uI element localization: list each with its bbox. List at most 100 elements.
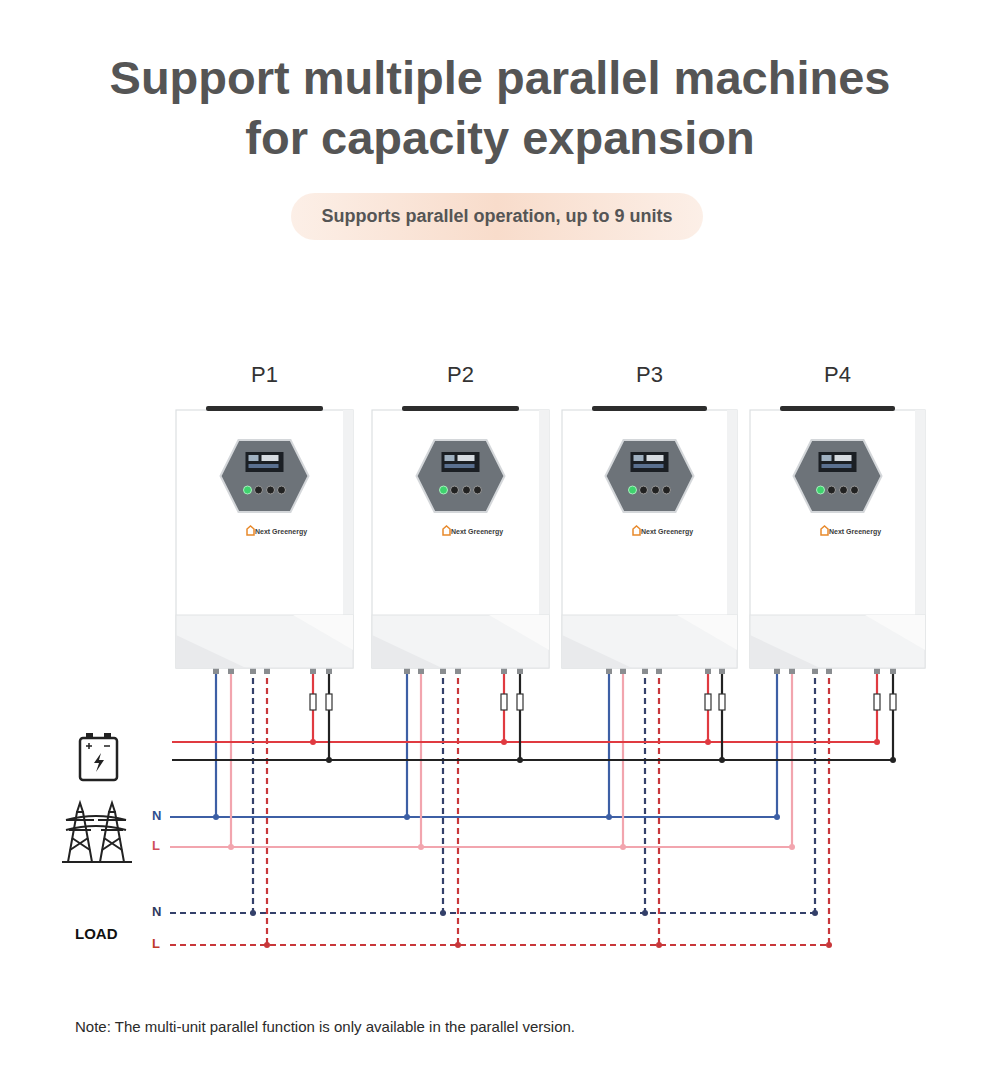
- inverter-unit: P4Next Greenergy: [750, 360, 925, 390]
- drop-wire: [328, 668, 330, 760]
- junction-dot: [213, 814, 219, 820]
- fuse-symbol: [890, 694, 896, 710]
- terminal: [874, 668, 880, 674]
- junction-dot: [264, 942, 270, 948]
- inverter-body: [750, 410, 925, 668]
- terminal: [264, 668, 270, 674]
- wire-label: N: [152, 808, 161, 823]
- terminal: [774, 668, 780, 674]
- page-title: Support multiple parallel machines for c…: [90, 48, 910, 168]
- wire-label: L: [152, 838, 160, 853]
- junction-dot: [705, 739, 711, 745]
- bus-line: [172, 759, 893, 761]
- fuse-symbol: [874, 694, 880, 710]
- terminal: [455, 668, 461, 674]
- junction-dot: [517, 757, 523, 763]
- junction-dot: [440, 910, 446, 916]
- battery-icon: [80, 733, 117, 780]
- junction-dot: [620, 844, 626, 850]
- unit-label: P3: [562, 360, 737, 390]
- bus-line: [172, 741, 877, 743]
- inverter-unit: P3Next Greenergy: [562, 360, 737, 390]
- drop-wire: [814, 668, 816, 913]
- junction-dot: [228, 844, 234, 850]
- inverter-unit: P2Next Greenergy: [372, 360, 549, 390]
- junction-dot: [719, 757, 725, 763]
- footnote: Note: The multi-unit parallel function i…: [75, 1018, 575, 1035]
- terminal: [656, 668, 662, 674]
- terminal: [501, 668, 507, 674]
- terminal: [642, 668, 648, 674]
- terminal: [310, 668, 316, 674]
- junction-dot: [606, 814, 612, 820]
- junction-dot: [774, 814, 780, 820]
- fuse-symbol: [517, 694, 523, 710]
- brand-logo-text: Next Greenergy: [372, 527, 549, 536]
- junction-dot: [656, 942, 662, 948]
- terminal: [606, 668, 612, 674]
- fuse-symbol: [705, 694, 711, 710]
- drop-wire: [622, 668, 624, 847]
- junction-dot: [890, 757, 896, 763]
- terminal: [404, 668, 410, 674]
- terminal: [250, 668, 256, 674]
- drop-wire: [230, 668, 232, 847]
- drop-wire: [644, 668, 646, 913]
- drop-wire: [721, 668, 723, 760]
- drop-wire: [658, 668, 660, 945]
- junction-dot: [310, 739, 316, 745]
- inverter-body: [176, 410, 353, 668]
- junction-dot: [874, 739, 880, 745]
- terminal: [620, 668, 626, 674]
- wire-label: L: [152, 936, 160, 951]
- load-label: LOAD: [75, 925, 118, 942]
- terminal: [719, 668, 725, 674]
- terminal: [789, 668, 795, 674]
- junction-dot: [642, 910, 648, 916]
- junction-dot: [404, 814, 410, 820]
- inverter-unit: P1Next Greenergy: [176, 360, 353, 390]
- pill-text: Supports parallel operation, up to 9 uni…: [321, 193, 672, 240]
- junction-dot: [326, 757, 332, 763]
- junction-dot: [501, 739, 507, 745]
- grid-tower-icon: [62, 803, 132, 862]
- drop-wire: [892, 668, 894, 760]
- brand-logo-text: Next Greenergy: [750, 527, 925, 536]
- fuse-symbol: [310, 694, 316, 710]
- junction-dot: [826, 942, 832, 948]
- drop-wire: [266, 668, 268, 945]
- terminal: [213, 668, 219, 674]
- drop-wire: [420, 668, 422, 847]
- info-pill: Supports parallel operation, up to 9 uni…: [291, 193, 702, 240]
- fuse-symbol: [326, 694, 332, 710]
- drop-wire: [442, 668, 444, 913]
- junction-dot: [250, 910, 256, 916]
- terminal: [826, 668, 832, 674]
- brand-logo-text: Next Greenergy: [562, 527, 737, 536]
- unit-label: P4: [750, 360, 925, 390]
- terminal: [705, 668, 711, 674]
- drop-wire: [252, 668, 254, 913]
- drop-wire: [828, 668, 830, 945]
- terminal: [228, 668, 234, 674]
- junction-dot: [418, 844, 424, 850]
- unit-label: P2: [372, 360, 549, 390]
- junction-dot: [812, 910, 818, 916]
- drop-wire: [519, 668, 521, 760]
- terminal: [517, 668, 523, 674]
- brand-logo-text: Next Greenergy: [176, 527, 353, 536]
- wire-label: N: [152, 904, 161, 919]
- terminal: [440, 668, 446, 674]
- drop-wire: [457, 668, 459, 945]
- terminal: [890, 668, 896, 674]
- junction-dot: [789, 844, 795, 850]
- unit-label: P1: [176, 360, 353, 390]
- drop-wire: [791, 668, 793, 847]
- bus-line: [170, 846, 792, 848]
- inverter-body: [562, 410, 737, 668]
- inverter-body: [372, 410, 549, 668]
- terminal: [418, 668, 424, 674]
- terminal: [812, 668, 818, 674]
- bus-line: [170, 816, 777, 818]
- fuse-symbol: [501, 694, 507, 710]
